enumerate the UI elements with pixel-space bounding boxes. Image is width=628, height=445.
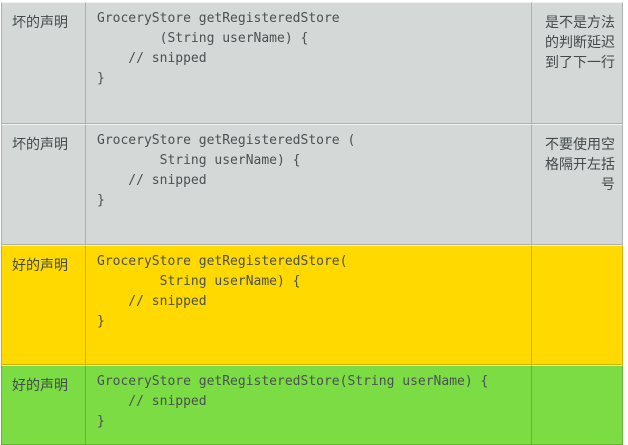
row-label: 好的声明 [1,245,86,365]
row-label: 坏的声明 [1,2,86,124]
code-cell: GroceryStore getRegisteredStore( String … [86,245,532,365]
table-row-bad-declaration-1: 坏的声明 GroceryStore getRegisteredStore (St… [1,2,623,124]
table-row-good-declaration-2: 好的声明 GroceryStore getRegisteredStore(Str… [1,365,623,445]
row-label: 好的声明 [1,365,86,445]
table-row-good-declaration-1: 好的声明 GroceryStore getRegisteredStore( St… [1,245,623,365]
code-text: GroceryStore getRegisteredStore( String … [97,254,348,329]
row-comment [532,245,623,365]
code-text: GroceryStore getRegisteredStore (String … [97,11,340,86]
row-comment [532,365,623,445]
code-text: GroceryStore getRegisteredStore ( String… [97,133,356,208]
row-label: 坏的声明 [1,124,86,245]
table-row-bad-declaration-2: 坏的声明 GroceryStore getRegisteredStore ( S… [1,124,623,245]
code-cell: GroceryStore getRegisteredStore(String u… [86,365,532,445]
row-comment: 是不是方法的判断延迟到了下一行 [532,2,623,124]
code-cell: GroceryStore getRegisteredStore ( String… [86,124,532,245]
code-text: GroceryStore getRegisteredStore(String u… [97,374,489,429]
row-comment: 不要使用空格隔开左括号 [532,124,623,245]
code-cell: GroceryStore getRegisteredStore (String … [86,2,532,124]
